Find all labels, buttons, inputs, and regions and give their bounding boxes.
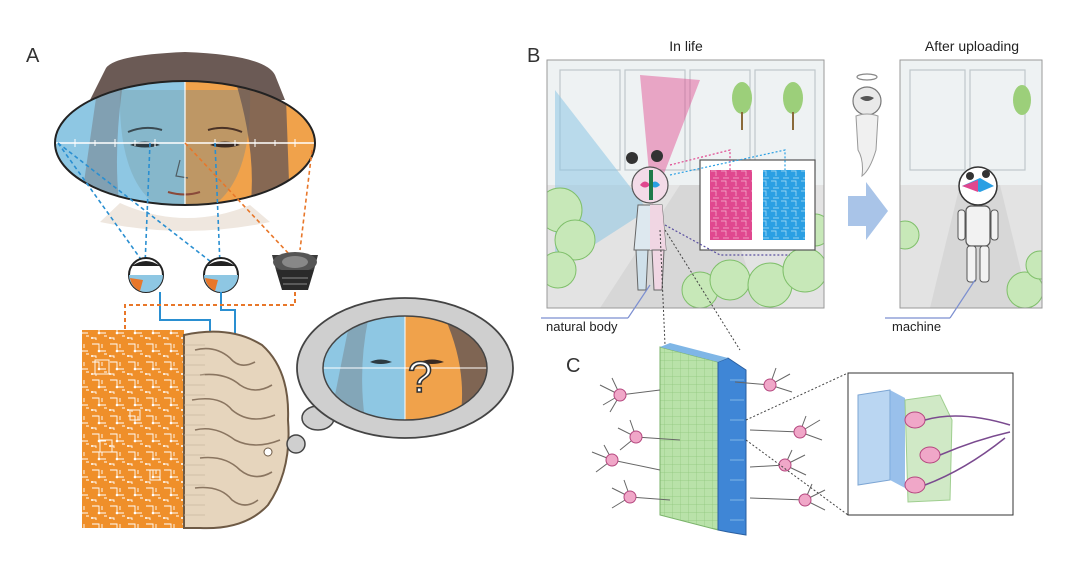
eye-icon-left <box>128 257 164 293</box>
panel-b-letter: B <box>527 45 540 67</box>
panel-c-letter: C <box>566 355 580 377</box>
camera-lens-icon <box>272 252 318 290</box>
sight-lines <box>57 142 313 266</box>
circuit-chip <box>82 330 184 528</box>
neural-wires <box>124 292 296 340</box>
after-uploading-frame <box>899 59 1043 309</box>
in-life-scene <box>547 60 824 308</box>
after-uploading-scene <box>900 60 1042 308</box>
ghost-figure <box>852 73 882 178</box>
in-life-frame <box>546 59 825 309</box>
question-mark: ? <box>408 353 432 402</box>
brain-illustration <box>183 330 290 530</box>
neural-interface-slab <box>659 343 747 536</box>
transition-arrow <box>848 182 888 240</box>
natural-body-label: natural body <box>546 319 618 334</box>
zoom-inset <box>847 372 1014 516</box>
in-life-title: In life <box>669 38 703 54</box>
after-uploading-title: After uploading <box>925 38 1019 54</box>
thought-bubble <box>286 297 514 454</box>
panel-a-letter: A <box>26 45 40 67</box>
eye-icon-right <box>203 257 239 293</box>
machine-label: machine <box>892 319 941 334</box>
face-ellipse-illustration <box>54 52 316 231</box>
